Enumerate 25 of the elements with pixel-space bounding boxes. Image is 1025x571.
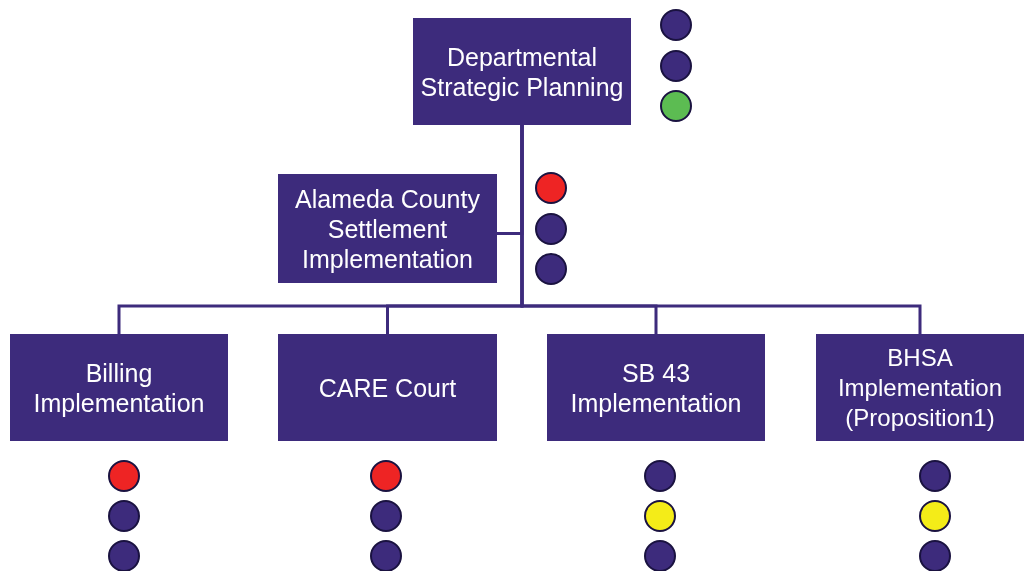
status-circle	[919, 500, 951, 532]
status-circle	[644, 500, 676, 532]
status-circle	[535, 213, 567, 245]
status-circle	[919, 460, 951, 492]
process-box: Billing Implementation	[10, 334, 228, 441]
status-circle	[644, 460, 676, 492]
status-circle	[919, 540, 951, 571]
status-circle	[660, 9, 692, 41]
process-box: Departmental Strategic Planning	[413, 18, 631, 125]
connector-line	[520, 125, 922, 334]
process-box: SB 43 Implementation	[547, 334, 765, 441]
status-circle	[660, 50, 692, 82]
status-circle	[108, 540, 140, 571]
status-circle	[108, 460, 140, 492]
status-circle	[535, 172, 567, 204]
process-box: Alameda County Settlement Implementation	[278, 174, 497, 283]
status-circle	[370, 500, 402, 532]
process-box: CARE Court	[278, 334, 497, 441]
status-circle	[370, 540, 402, 571]
process-box: BHSA Implementation (Proposition1)	[816, 334, 1024, 441]
status-circle	[370, 460, 402, 492]
status-circle	[535, 253, 567, 285]
status-circle	[644, 540, 676, 571]
status-circle	[108, 500, 140, 532]
status-circle	[660, 90, 692, 122]
